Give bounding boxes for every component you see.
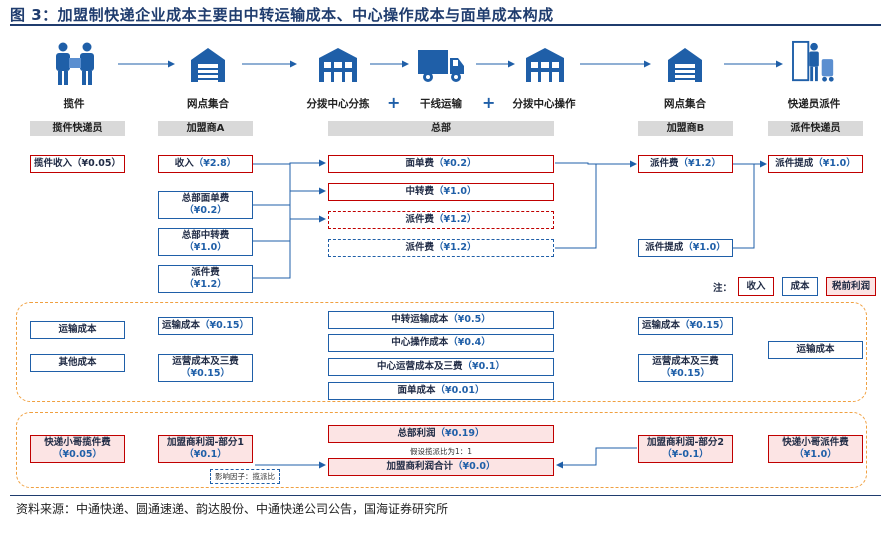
b-delivery-fee-box: 派件费（¥1.2） <box>638 155 733 173</box>
plus-icon: + <box>482 93 496 112</box>
pickup-other-cost: 其他成本 <box>30 354 125 372</box>
stage-label-delivery: 快递员派件 <box>787 98 841 110</box>
figure-title: 图 3：加盟制快递企业成本主要由中转运输成本、中心操作成本与面单成本构成 <box>10 6 554 24</box>
pickup-transport-cost: 运输成本 <box>30 321 125 339</box>
warehouse-icon <box>668 48 702 82</box>
hq-waybill-cost: 面单成本（¥0.01） <box>328 382 554 400</box>
header-franchisee-b: 加盟商B <box>638 121 733 136</box>
stage-label-outlet-b: 网点集合 <box>664 98 706 110</box>
pickup-income-box: 揽件收入（¥0.05） <box>30 155 125 173</box>
stage-label-sorting: 分拨中心分拣 <box>306 98 370 110</box>
header-hq: 总部 <box>328 121 554 136</box>
hq-delivery-fee-in-box: 派件费（¥1.2） <box>328 211 554 229</box>
header-pickup-courier: 揽件快递员 <box>30 121 125 136</box>
hq-center-operation-cost: 中心操作成本（¥0.4） <box>328 334 554 352</box>
delivery-courier-fee: 快递小哥派件费（¥1.0） <box>768 435 863 463</box>
b-commission-box: 派件提成（¥1.0） <box>638 239 733 257</box>
courier-transport-cost: 运输成本 <box>768 341 863 359</box>
b-transport-cost: 运输成本（¥0.15） <box>638 317 733 335</box>
legend-profit: 税前利润 <box>826 277 877 296</box>
cost-panel <box>16 302 867 402</box>
warehouse-icon <box>191 48 225 82</box>
a-profit-part1: 加盟商利润-部分1（¥0.1） <box>158 435 253 463</box>
stage-label-center-op: 分拨中心操作 <box>512 98 576 110</box>
hq-transfer-transport-cost: 中转运输成本（¥0.5） <box>328 311 554 329</box>
hq-delivery-fee-out-box: 派件费（¥1.2） <box>328 239 554 257</box>
courier-commission-box: 派件提成（¥1.0） <box>768 155 863 173</box>
hq-waybill-fee-box: 面单费（¥0.2） <box>328 155 554 173</box>
stage-label-outlet-a: 网点集合 <box>187 98 229 110</box>
legend-cost: 成本 <box>782 277 819 296</box>
title-rule <box>10 24 881 26</box>
pickup-courier-fee: 快递小哥揽件费（¥0.05） <box>30 435 125 463</box>
plus-icon: + <box>387 93 401 112</box>
assumption-note: 假设揽派比为1：1 <box>409 447 473 456</box>
profit-panel <box>16 412 867 488</box>
hq-transfer-fee-box: 中转费（¥1.0） <box>328 183 554 201</box>
a-income-box: 收入（¥2.8） <box>158 155 253 173</box>
legend-income: 收入 <box>738 277 775 296</box>
sorting-center-icon <box>319 48 357 82</box>
courier-icon <box>792 40 834 82</box>
people-parcel-icon <box>56 42 94 85</box>
truck-icon <box>418 50 464 82</box>
sorting-center-icon <box>526 48 564 82</box>
hq-center-operating-cost: 中心运营成本及三费（¥0.1） <box>328 358 554 376</box>
hq-profit: 总部利润（¥0.19） <box>328 425 554 443</box>
header-delivery-courier: 派件快递员 <box>768 121 863 136</box>
a-delivery-fee-box: 派件费（¥1.2） <box>158 265 253 293</box>
a-transfer-fee-box: 总部中转费（¥1.0） <box>158 228 253 256</box>
franchisee-profit-total: 加盟商利润合计（¥0.0） <box>328 458 554 476</box>
b-profit-part2: 加盟商利润-部分2（¥-0.1） <box>638 435 733 463</box>
stage-label-trunk: 干线运输 <box>420 98 462 110</box>
a-waybill-fee-box: 总部面单费（¥0.2） <box>158 191 253 219</box>
header-franchisee-a: 加盟商A <box>158 121 253 136</box>
factor-note: 影响因子：揽派比 <box>210 469 280 484</box>
legend: 注： 收入 成本 税前利润 <box>713 277 877 296</box>
stage-label-pickup: 揽件 <box>63 98 85 110</box>
footer-rule <box>10 495 881 496</box>
legend-prefix: 注： <box>713 282 733 294</box>
a-transport-cost: 运输成本（¥0.15） <box>158 317 253 335</box>
source-note: 资料来源：中通快递、圆通速递、韵达股份、中通快递公司公告，国海证券研究所 <box>16 502 449 516</box>
a-operating-cost: 运营成本及三费（¥0.15） <box>158 354 253 382</box>
b-operating-cost: 运营成本及三费（¥0.15） <box>638 354 733 382</box>
